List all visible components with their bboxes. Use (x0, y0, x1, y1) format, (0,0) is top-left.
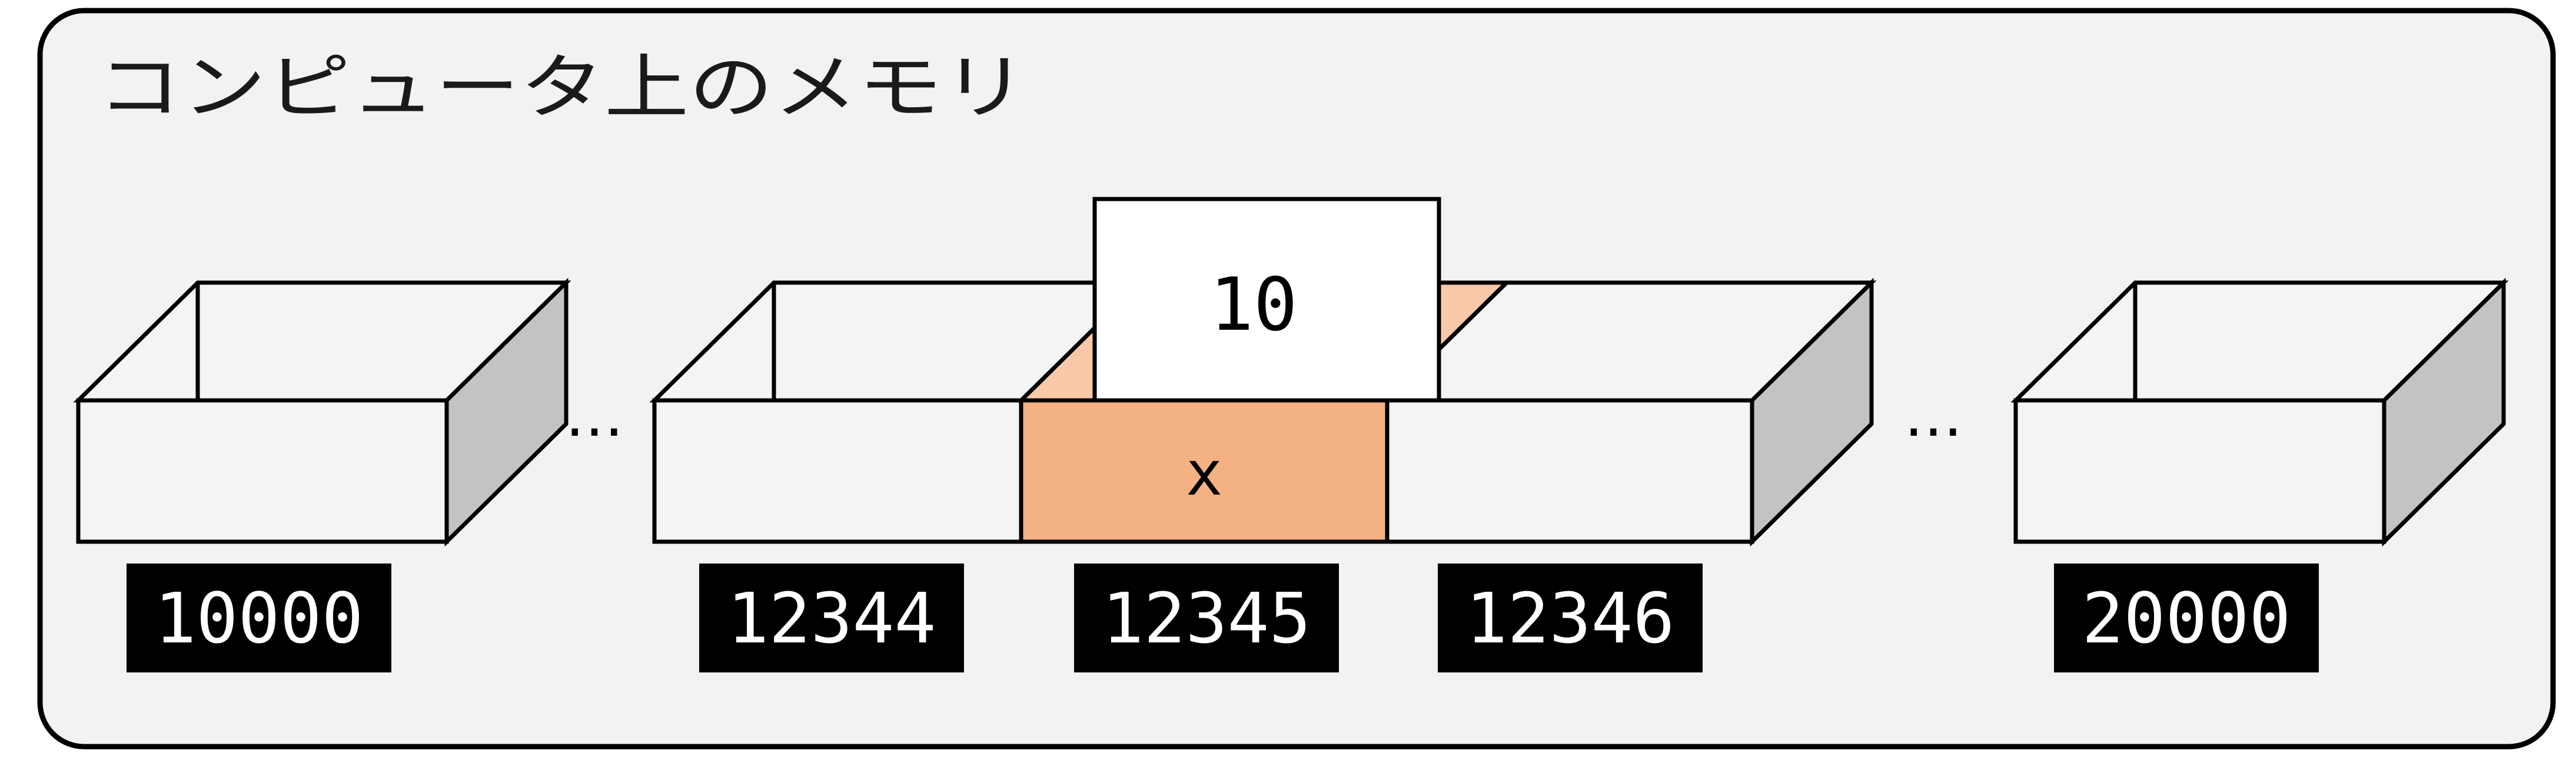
box-front (76, 398, 449, 544)
address-text: 12346 (1465, 578, 1674, 659)
address-bg (2054, 564, 2319, 672)
variable-name: x (1186, 437, 1223, 509)
address-text: 10000 (154, 578, 363, 659)
address-text: 12344 (727, 578, 936, 659)
ellipsis-right: … (1904, 381, 1963, 450)
address-label-12346: 12346 (1438, 564, 1703, 672)
cell-12346-front (1385, 398, 1754, 544)
box-front (2013, 398, 2386, 544)
cell-12344-front (652, 398, 1023, 544)
address-text: 12345 (1102, 578, 1311, 659)
address-bg (127, 564, 391, 672)
address-label-12344: 12344 (699, 564, 964, 672)
address-bg (1074, 564, 1339, 672)
diagram-title: コンピュータ上のメモリ (97, 47, 1027, 129)
stored-value: 10 (1209, 263, 1297, 347)
memory-cell-10000 (73, 277, 571, 547)
address-label-10000: 10000 (127, 564, 391, 672)
ellipsis-left: … (565, 381, 624, 450)
address-bg (1438, 564, 1703, 672)
address-text: 20000 (2082, 578, 2291, 659)
address-label-20000: 20000 (2054, 564, 2319, 672)
address-label-12345: 12345 (1074, 564, 1339, 672)
memory-cell-20000 (2010, 277, 2509, 547)
value-card (1092, 197, 1441, 403)
address-bg (699, 564, 964, 672)
